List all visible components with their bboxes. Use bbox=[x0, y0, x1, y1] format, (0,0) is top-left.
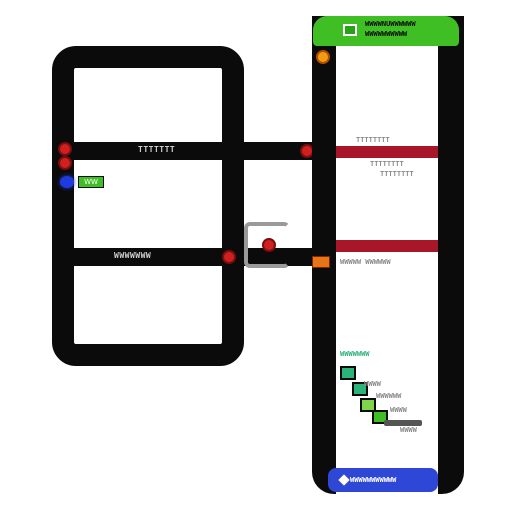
orange-marker[interactable] bbox=[312, 256, 330, 268]
right-panel bbox=[312, 16, 464, 494]
step-label-top: WWWWWWW bbox=[340, 350, 370, 358]
step-text-1: WWWW bbox=[364, 380, 381, 388]
primary-action-label: WWWWWWWWWWW bbox=[350, 476, 397, 484]
header-subtitle: WWWWWWWWWW bbox=[365, 30, 408, 38]
primary-action-button[interactable]: WWWWWWWWWWW bbox=[328, 468, 438, 492]
node-dot-connector[interactable] bbox=[262, 238, 276, 252]
panel-label-2: TTTTTTTT bbox=[370, 160, 404, 168]
bar-bottom-label: WWWWWWW bbox=[114, 251, 152, 260]
step-text-4: WWWW bbox=[400, 426, 417, 434]
green-tag[interactable]: WW bbox=[78, 176, 104, 188]
alert-dot-icon[interactable] bbox=[316, 50, 330, 64]
connector-bar-bottom bbox=[52, 248, 316, 266]
panel-header[interactable]: WWWWNUWWWWWW WWWWWWWWWW bbox=[313, 16, 459, 46]
panel-label-3: TTTTTTTT bbox=[380, 170, 414, 178]
step-block-3[interactable] bbox=[360, 398, 376, 412]
step-text-2: WWWWWW bbox=[376, 392, 402, 400]
node-dot-left-mid[interactable] bbox=[58, 156, 72, 170]
connector-bracket bbox=[244, 222, 290, 268]
node-dot-left-top[interactable] bbox=[58, 142, 72, 156]
diamond-icon bbox=[338, 474, 350, 486]
node-dot-right-bottom[interactable] bbox=[222, 250, 236, 264]
step-text-3: WWWW bbox=[390, 406, 407, 414]
panel-label-5: WWWWW WWWWWW bbox=[340, 258, 391, 266]
step-block-2[interactable] bbox=[352, 382, 368, 396]
panel-stripe-top bbox=[336, 146, 438, 158]
header-title: WWWWNUWWWWWW bbox=[365, 20, 416, 28]
signal-dot-icon[interactable] bbox=[60, 176, 74, 188]
connector-bar-top bbox=[52, 142, 316, 160]
panel-label-1: TTTTTTTT bbox=[356, 136, 390, 144]
right-panel-rail bbox=[312, 270, 336, 370]
panel-stripe-bottom bbox=[336, 240, 438, 252]
window-icon bbox=[343, 24, 357, 36]
step-block-1[interactable] bbox=[340, 366, 356, 380]
left-frame bbox=[52, 46, 244, 366]
step-line bbox=[384, 420, 422, 426]
bar-top-label: TTTTTTT bbox=[138, 145, 176, 154]
